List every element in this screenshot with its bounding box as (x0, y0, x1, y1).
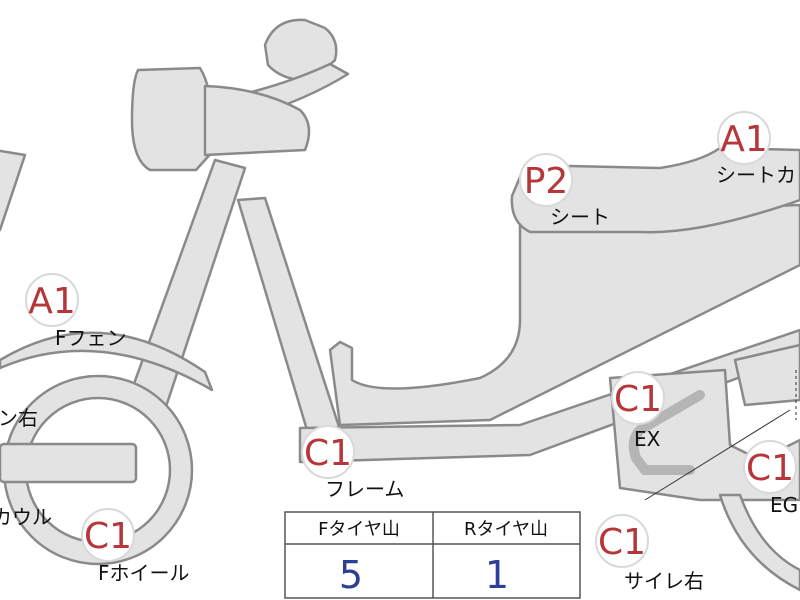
marker-seat-cover[interactable]: A1 シートカ (716, 111, 796, 187)
grade-badge (25, 273, 79, 327)
grade-badge (595, 514, 649, 568)
front-hub-part (0, 442, 138, 484)
grade-code: A1 (720, 119, 768, 160)
part-label: Fホイール (98, 561, 190, 585)
grade-code: A1 (28, 281, 76, 322)
grade-code: C1 (746, 448, 794, 489)
grade-code: C1 (304, 433, 352, 474)
part-label: シートカ (716, 163, 796, 187)
frame-part (298, 328, 800, 464)
grade-code: P2 (524, 161, 569, 202)
front-fender-part (0, 331, 214, 392)
marker-engine[interactable]: C1 EG (743, 440, 798, 517)
rear-tire-value: 1 (485, 553, 509, 597)
grade-badge (301, 425, 355, 479)
part-label: EG (770, 493, 798, 517)
front-tire-header: Fタイヤ山 (318, 519, 400, 540)
grade-code: C1 (614, 379, 662, 420)
grade-badge (519, 153, 573, 207)
leader-line (644, 409, 791, 501)
front-tire-value: 5 (339, 553, 363, 597)
grade-badge (611, 371, 665, 425)
marker-frame[interactable]: C1 フレーム (301, 425, 404, 501)
grade-code: C1 (598, 522, 646, 563)
seat-part (510, 146, 800, 234)
grade-badge (81, 508, 135, 562)
rear-tire-header: Rタイヤ山 (464, 519, 548, 540)
tire-depth-table: Fタイヤ山 Rタイヤ山 5 1 (284, 511, 581, 599)
marker-front-wheel[interactable]: C1 Fホイール (81, 508, 190, 585)
headlight-part (263, 18, 338, 82)
part-label: サイレ右 (624, 569, 704, 593)
part-label: Fフェン (55, 326, 127, 350)
part-label: シート (550, 205, 610, 229)
part-label: EX (634, 427, 661, 451)
part-label: フレーム (325, 477, 404, 501)
exhaust-pipe-part (628, 390, 705, 475)
windshield-part (0, 149, 27, 232)
cut-label-cowl: カウル (0, 505, 52, 529)
marker-muffler-right[interactable]: C1 サイレ右 (595, 514, 704, 593)
head-unit-part (130, 66, 216, 172)
marker-exhaust[interactable]: C1 EX (611, 371, 665, 451)
grade-code: C1 (84, 516, 132, 557)
marker-seat[interactable]: P2 シート (519, 153, 610, 229)
cut-label-left-mid: ン右 (0, 406, 38, 430)
rear-wheel-part (718, 493, 800, 592)
grade-badge (717, 111, 771, 165)
motorcycle-outline (0, 18, 800, 592)
marker-front-fender[interactable]: A1 Fフェン (25, 273, 127, 350)
engine-cylinder-part (733, 343, 800, 407)
grade-badge (743, 440, 797, 494)
body-part (328, 203, 800, 427)
down-tube-part (236, 196, 342, 442)
head-cover-part (203, 84, 311, 157)
